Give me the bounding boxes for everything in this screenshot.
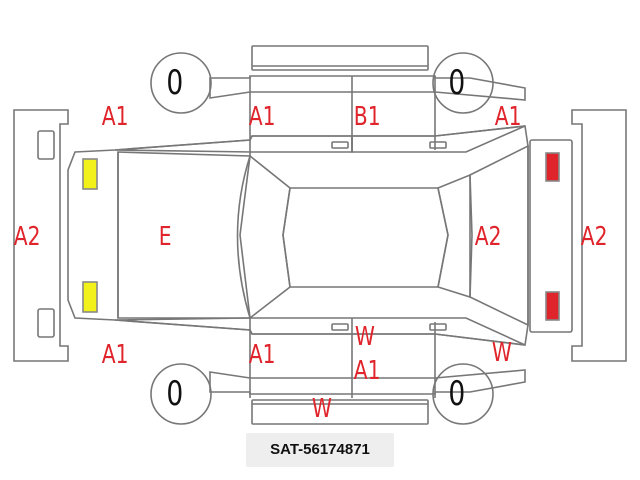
body-outline <box>67 125 529 346</box>
front-lamp-top <box>82 158 98 190</box>
hood-panel <box>117 151 251 319</box>
left-rear-side <box>351 125 526 153</box>
label-right-rear-door-w: W <box>354 322 375 352</box>
left-roof-rail <box>209 75 526 101</box>
rear-right-wheel <box>432 363 494 425</box>
label-right-front-door: A1 <box>248 340 276 370</box>
rear-lamp-top <box>545 152 560 182</box>
front-right-tire-value: 0 <box>166 374 184 414</box>
label-rear-right-fender: W <box>491 338 512 368</box>
label-front-bumper: A2 <box>13 222 41 252</box>
right-sill-strip <box>251 399 429 425</box>
label-right-sill: W <box>311 394 332 424</box>
front-lamp-bottom <box>82 281 98 313</box>
label-rear-left-fender: A1 <box>494 102 522 132</box>
label-front-left-fender: A1 <box>101 102 129 132</box>
rear-right-tire-value: 0 <box>448 374 466 414</box>
left-sill-strip <box>251 45 429 71</box>
rear-left-wheel <box>432 52 494 114</box>
front-bumper-slot-top <box>37 130 55 160</box>
front-bumper-slot-bottom <box>37 308 55 338</box>
stock-number-caption: SAT-56174871 <box>246 433 394 467</box>
label-front-right-fender: A1 <box>101 340 129 370</box>
left-door-handle-front <box>331 141 349 149</box>
front-left-wheel <box>150 52 212 114</box>
back-gate-panel <box>469 144 529 327</box>
right-roof-rail <box>209 369 526 395</box>
label-left-rear-door: B1 <box>353 102 381 132</box>
right-door-handle-rear <box>429 323 447 331</box>
windshield <box>236 154 291 320</box>
roof <box>282 187 449 288</box>
rear-lamp-bottom <box>545 291 560 321</box>
label-rear-gate: A2 <box>474 222 502 252</box>
left-side-upper <box>114 135 353 153</box>
rear-lamp-frame <box>529 139 573 333</box>
front-right-wheel <box>150 363 212 425</box>
right-side-lower <box>114 317 526 346</box>
rear-left-tire-value: 0 <box>448 63 466 103</box>
label-rear-bumper: A2 <box>580 222 608 252</box>
front-left-tire-value: 0 <box>166 63 184 103</box>
front-bumper <box>13 109 69 362</box>
rear-bumper <box>571 109 627 362</box>
label-left-front-door: A1 <box>248 102 276 132</box>
label-hood: E <box>158 222 172 252</box>
right-door-handle-front <box>331 323 349 331</box>
rear-window <box>437 173 473 299</box>
label-right-rear-door-a1: A1 <box>353 356 381 386</box>
left-door-handle-rear <box>429 141 447 149</box>
